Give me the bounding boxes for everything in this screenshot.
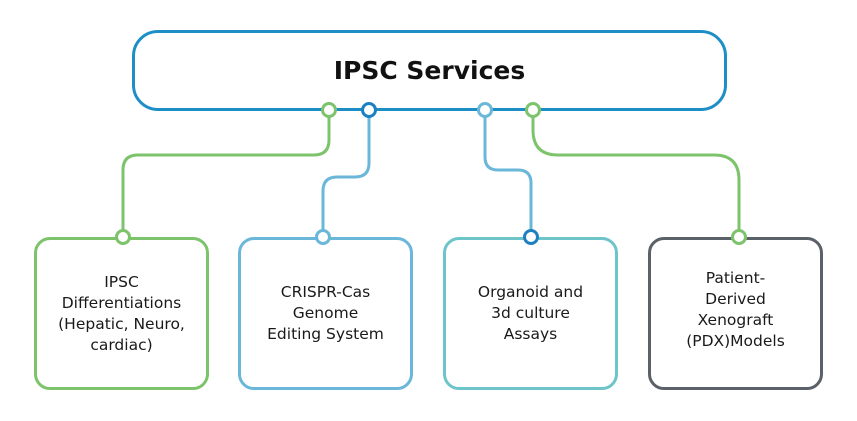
connector-line-2 xyxy=(321,110,371,236)
service-node-label: Patient- Derived Xenograft (PDX)Models xyxy=(686,268,785,350)
connector-line-1 xyxy=(121,110,331,236)
service-node-label: CRISPR-Cas Genome Editing System xyxy=(267,283,384,343)
service-node-label: Organoid and 3d culture Assays xyxy=(477,283,584,343)
service-node-ipsc-differentiations: IPSC Differentiations (Hepatic, Neuro, c… xyxy=(34,237,209,390)
service-node-crispr-cas: CRISPR-Cas Genome Editing System xyxy=(238,237,413,390)
service-node-pdx-models: Patient- Derived Xenograft (PDX)Models xyxy=(648,237,823,390)
service-node-label: IPSC Differentiations (Hepatic, Neuro, c… xyxy=(58,272,185,354)
root-node-title: IPSC Services xyxy=(333,56,526,85)
service-node-organoid-assays: Organoid and 3d culture Assays xyxy=(443,237,618,390)
connector-line-3 xyxy=(483,110,533,236)
root-node-ipsc-services: IPSC Services xyxy=(132,30,727,111)
connector-line-4 xyxy=(531,110,741,236)
